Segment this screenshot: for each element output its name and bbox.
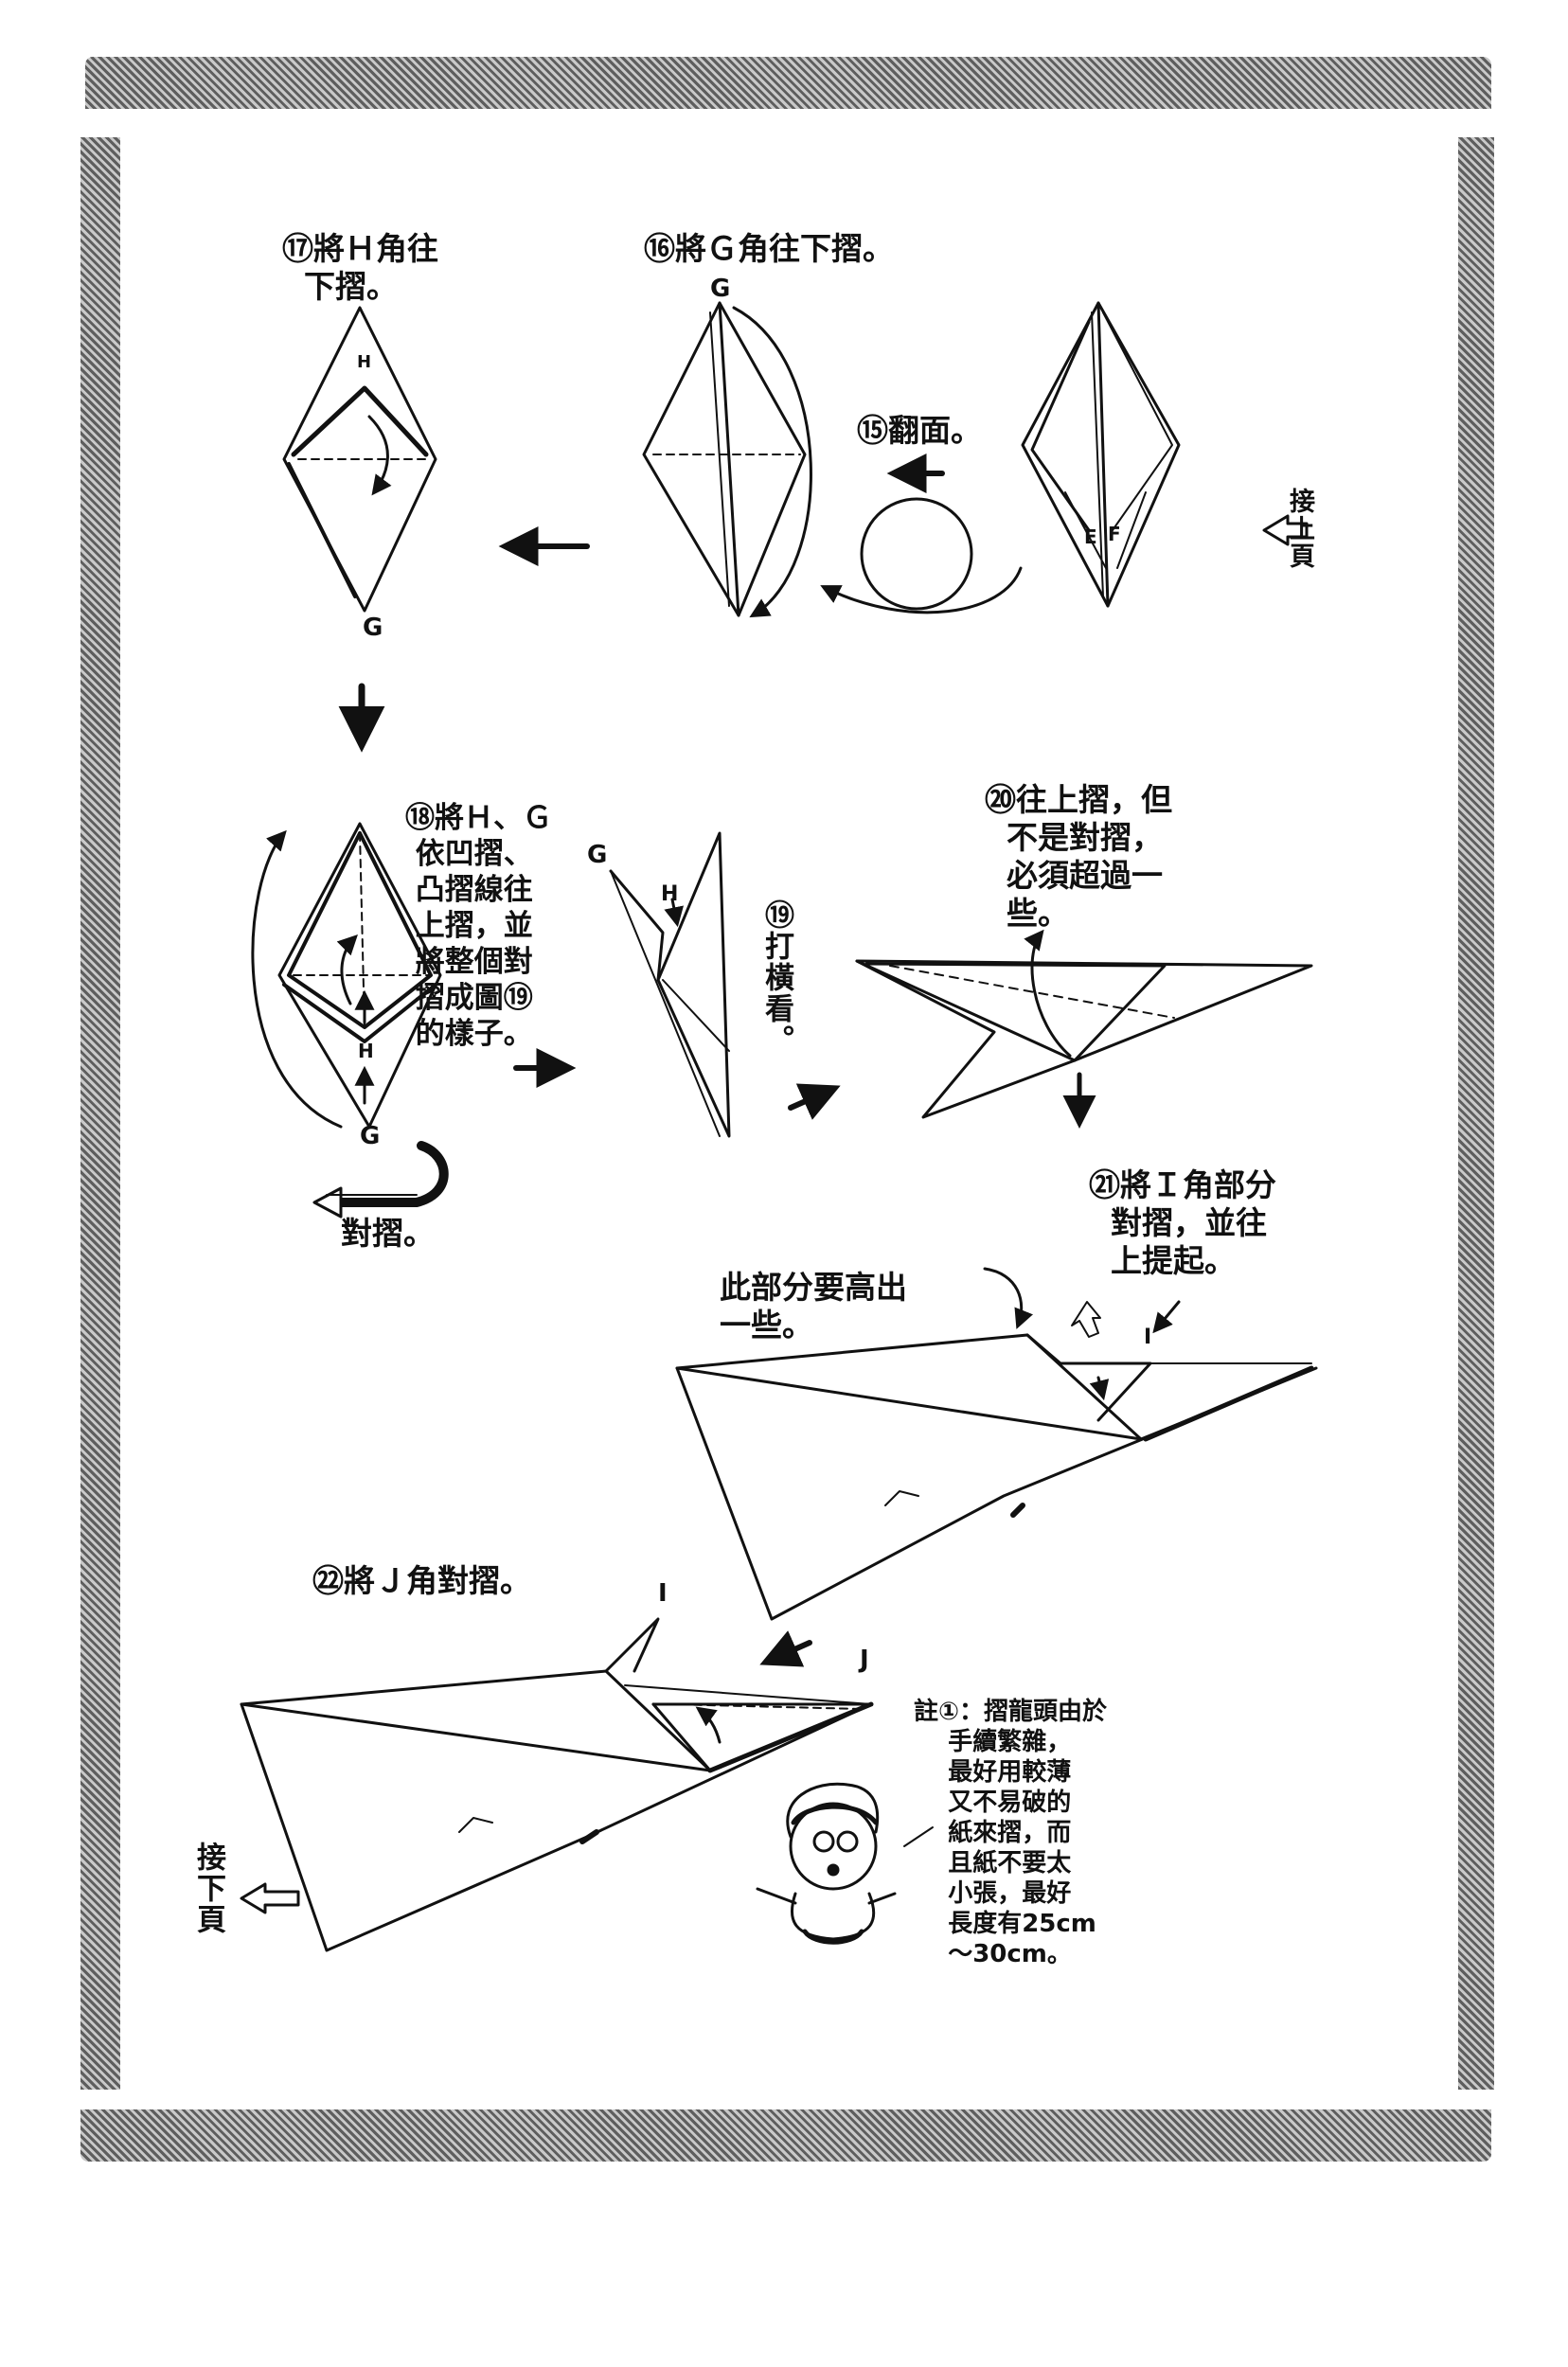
step18-fold-label: 對摺。 [341, 1215, 435, 1252]
step20-shape-diagram [855, 929, 1313, 1129]
step19-text: ⑲打橫看。 [759, 899, 793, 1056]
step17-kite-diagram [282, 306, 437, 613]
step21-text: ㉑將Ｉ角部分 對摺，並往 上提起。 [1089, 1166, 1276, 1279]
point-label-i: I [1144, 1326, 1152, 1349]
step18-kite-diagram [251, 822, 442, 1129]
point-label-g: G [363, 614, 383, 642]
prev-page-label: 接上頁 [1285, 488, 1314, 570]
step16-text: ⑯將Ｇ角往下摺。 [644, 230, 894, 267]
fold-arrow-icon [312, 1141, 449, 1219]
point-label-h: H [661, 882, 679, 906]
cartoon-boy-icon [756, 1782, 934, 1945]
top-border-bar [85, 57, 1491, 109]
left-border-bar [80, 137, 120, 2090]
point-label-i: I [658, 1579, 668, 1608]
step17-text: ⑰將Ｈ角往 下摺。 [282, 230, 438, 305]
step21-note: 此部分要高出 一些。 [720, 1269, 907, 1344]
point-label-h: H [357, 352, 372, 372]
step21-shape-diagram [675, 1267, 1318, 1621]
point-label-h: H [358, 1040, 374, 1062]
point-label-e: E [1084, 525, 1097, 548]
right-border-bar [1458, 137, 1494, 2090]
hollow-arrow-left-icon [240, 1882, 300, 1914]
step22-shape-diagram [240, 1617, 874, 1952]
step22-text: ㉒將Ｊ角對摺。 [312, 1562, 531, 1599]
arrow-left-icon [759, 1630, 812, 1667]
footnote-text: 註①：摺龍頭由於 手續繁雜， 最好用較薄 又不易破的 紙來摺，而 且紙不要太 小… [914, 1698, 1108, 1968]
step15-text: ⑮翻面。 [857, 412, 982, 449]
step20-text: ⑳往上摺，但 不是對摺， 必須超過一 些。 [985, 781, 1172, 932]
point-label-j: J [860, 1646, 869, 1674]
point-label-g: G [710, 275, 731, 303]
point-label-f: F [1108, 523, 1121, 545]
step18-text: ⑱將Ｈ、Ｇ 依凹摺、 凸摺線往 上摺，並 將整個對 摺成圖⑲ 的樣子。 [405, 801, 552, 1051]
flip-circle-icon [820, 454, 1023, 614]
next-page-label: 接下頁 [191, 1842, 225, 1935]
hollow-arrow-left-icon [1262, 514, 1309, 546]
bottom-border-bar [80, 2109, 1491, 2162]
arrow-right-icon [788, 1083, 841, 1120]
point-label-g: G [587, 841, 608, 869]
step15-kite-diagram [1021, 301, 1181, 608]
point-label-g: G [360, 1122, 381, 1150]
step16-kite-diagram [642, 301, 812, 618]
step19-side-view-diagram [609, 831, 731, 1138]
